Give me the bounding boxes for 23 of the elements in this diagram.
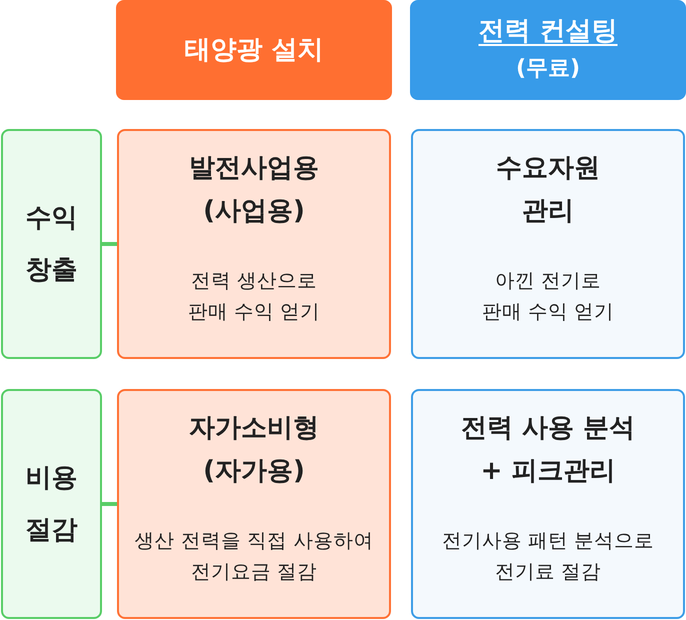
info-card [117,389,391,619]
card-description: 아낀 전기로 판매 수익 얻기 [480,268,616,325]
connector-line [102,502,117,506]
connector-line [102,242,117,246]
info-card [411,389,685,619]
header-title: 태양광 설치 [184,34,324,66]
column-header [116,0,392,100]
card-title: 발전사업용 (사업용) [188,152,320,228]
column-header [410,0,686,100]
card-title: 전력 사용 분석 + 피크관리 [460,412,636,488]
info-card [411,129,685,359]
header-title: 전력 컨설팅 [478,15,618,48]
card-description: 전력 생산으로 판매 수익 얻기 [186,268,322,325]
row-label: 비용 절감 [24,462,78,547]
row-label-box [1,389,102,619]
info-card [117,129,391,359]
row-label: 수익 창출 [24,202,78,287]
row-label-box [1,129,102,359]
card-title: 자가소비형 (자가용) [188,412,320,488]
card-description: 전기사용 패턴 분석으로 전기료 절감 [440,528,656,585]
header-subtitle: (무료) [516,55,580,83]
card-title: 수요자원 관리 [495,152,601,228]
card-description: 생산 전력을 직접 사용하여 전기요금 절감 [134,528,374,585]
